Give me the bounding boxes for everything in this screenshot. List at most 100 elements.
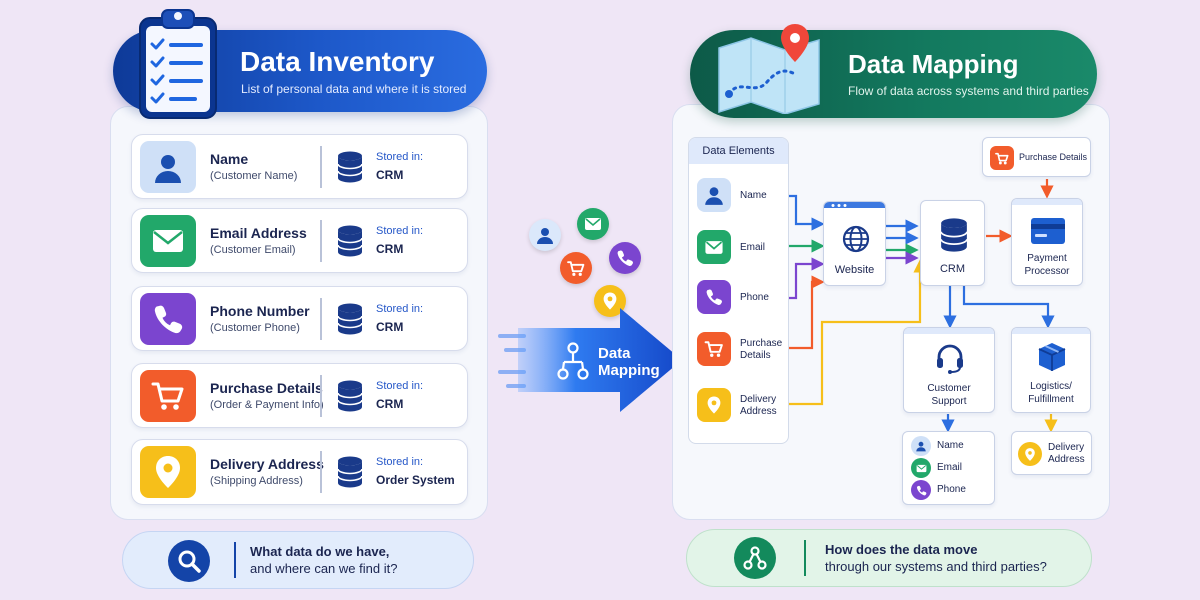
row-email-desc: (Customer Email): [210, 244, 296, 256]
window-dots-icon: [831, 204, 847, 207]
divider: [320, 220, 322, 262]
data-mapping-arrow: [498, 308, 682, 412]
crm-label: CRM: [939, 263, 966, 275]
crm-node: CRM: [920, 200, 985, 286]
map-icon: [718, 24, 820, 114]
purchase-details-node: Purchase Details: [982, 137, 1091, 177]
divider: [320, 146, 322, 188]
package-box-icon: [1038, 343, 1066, 371]
logistics-node: Logistics/Fulfillment: [1011, 327, 1091, 413]
stored-in-label: Stored in:: [376, 380, 424, 392]
element-name-label: Name: [740, 190, 767, 201]
inventory-row-phone: Phone Number (Customer Phone) Stored in:…: [131, 286, 468, 351]
support-item-email: Email: [937, 462, 963, 473]
stored-in-label: Stored in:: [376, 151, 424, 163]
database-icon: [337, 151, 363, 183]
row-phone-label: Phone Number: [210, 303, 310, 319]
mapping-question-line1: How does the data move: [825, 542, 978, 557]
inventory-row-email: Email Address (Customer Email) Stored in…: [131, 208, 468, 273]
database-icon: [940, 218, 968, 252]
row-delivery-desc: (Shipping Address): [210, 475, 303, 487]
location-pin-icon: [697, 388, 731, 422]
inventory-subtitle: List of personal data and where it is st…: [241, 82, 467, 96]
inventory-title: Data Inventory: [240, 46, 435, 77]
row-name-label: Name: [210, 151, 249, 167]
share-nodes-icon: [734, 537, 776, 579]
globe-icon: [842, 225, 870, 253]
envelope-icon: [577, 208, 609, 240]
inventory-row-purchase: Purchase Details (Order & Payment Info) …: [131, 363, 468, 428]
arrow-label-line2: Mapping: [598, 362, 660, 379]
row-purchase-label: Purchase Details: [210, 380, 323, 396]
divider: [320, 451, 322, 493]
clipboard-icon: [139, 9, 217, 119]
phone-icon: [140, 293, 196, 345]
location-pin-icon: [140, 446, 196, 498]
data-elements-header: Data Elements: [689, 138, 788, 164]
database-icon: [337, 303, 363, 335]
phone-icon: [697, 280, 731, 314]
credit-card-icon: [1031, 218, 1065, 244]
person-icon: [697, 178, 731, 212]
magnifier-icon: [168, 540, 210, 582]
support-item-phone: Phone: [937, 484, 966, 495]
database-icon: [337, 380, 363, 412]
inventory-question: What data do we have, and where can we f…: [250, 543, 397, 577]
divider: [804, 540, 806, 576]
phone-icon: [911, 480, 931, 500]
logistics-label: Logistics/Fulfillment: [1028, 381, 1074, 405]
website-label: Website: [834, 264, 875, 276]
support-data-list: Name Email Phone: [902, 431, 995, 505]
element-email-label: Email: [740, 242, 766, 253]
cart-icon: [140, 370, 196, 422]
node-titlebar: [1012, 328, 1090, 334]
row-email-label: Email Address: [210, 225, 307, 241]
node-titlebar: [824, 202, 885, 208]
mapping-title: Data Mapping: [848, 49, 1019, 79]
envelope-icon: [697, 230, 731, 264]
person-icon: [529, 219, 561, 251]
stored-in-label: Stored in:: [376, 303, 424, 315]
inventory-row-delivery: Delivery Address (Shipping Address) Stor…: [131, 439, 468, 505]
stored-in-value: CRM: [376, 397, 404, 411]
database-icon: [337, 225, 363, 257]
mapping-question: How does the data move through our syste…: [825, 541, 1047, 575]
inventory-row-name: Name (Customer Name) Stored in: CRM: [131, 134, 468, 199]
person-icon: [911, 436, 931, 456]
mapping-subtitle: Flow of data across systems and third pa…: [848, 84, 1089, 98]
purchase-details-label: Purchase Details: [1019, 152, 1088, 162]
database-icon: [337, 456, 363, 488]
cart-icon: [990, 146, 1014, 170]
inventory-question-line2: and where can we find it?: [250, 561, 398, 576]
stored-in-label: Stored in:: [376, 225, 424, 237]
node-titlebar: [1012, 199, 1082, 205]
cart-icon: [697, 332, 731, 366]
cart-icon: [560, 252, 592, 284]
stored-in-value: CRM: [376, 242, 404, 256]
arrow-label: Data Mapping: [598, 345, 660, 379]
row-delivery-label: Delivery Address: [210, 456, 324, 472]
inventory-question-line1: What data do we have,: [250, 544, 390, 559]
row-purchase-desc: (Order & Payment Info): [210, 399, 324, 411]
stored-in-value: CRM: [376, 168, 404, 182]
stored-in-value: CRM: [376, 320, 404, 334]
envelope-icon: [911, 458, 931, 478]
support-item-name: Name: [937, 440, 964, 451]
node-titlebar: [904, 328, 994, 334]
phone-icon: [609, 242, 641, 274]
arrow-label-line1: Data: [598, 345, 631, 362]
stored-in-value: Order System: [376, 473, 455, 487]
mapping-question-line2: through our systems and third parties?: [825, 559, 1047, 574]
person-icon: [140, 141, 196, 193]
envelope-icon: [140, 215, 196, 267]
element-phone-label: Phone: [740, 292, 769, 303]
divider: [320, 375, 322, 417]
row-name-desc: (Customer Name): [210, 170, 298, 182]
